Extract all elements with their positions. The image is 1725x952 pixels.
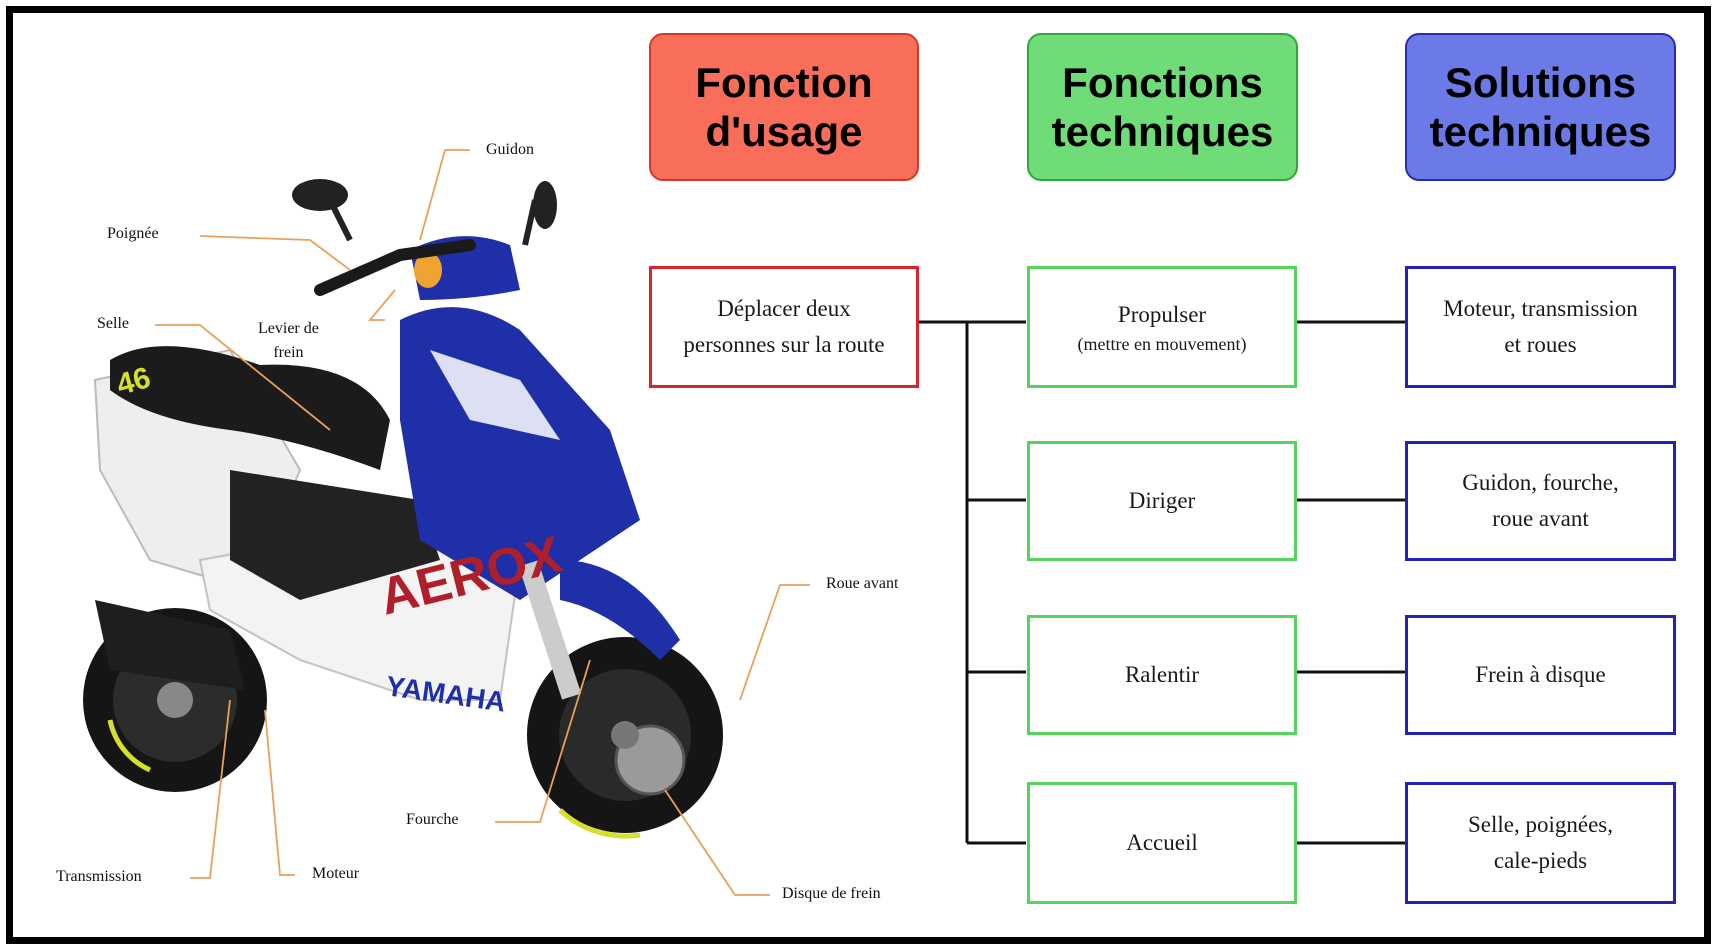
leader-transmission [190,699,231,879]
leader-selle [155,324,331,431]
label-roue-avant: Roue avant [826,575,899,592]
label-moteur: Moteur [312,865,360,882]
handlebar [314,239,476,296]
tech-function-propulser: Propulser (mettre en mouvement) [1027,266,1297,388]
header-fonction-usage: Fonction d'usage [649,33,919,181]
leader-disque [664,789,770,896]
tech-function-label: Ralentir [1124,662,1200,688]
tech-solution-guidon: Guidon, fourche, roue avant [1405,441,1676,561]
usage-function-box: Déplacer deux personnes sur la route [649,266,919,388]
tech-function-diriger: Diriger [1027,441,1297,561]
tech-function-ralentir: Ralentir [1027,615,1297,735]
exhaust [95,600,245,690]
header-fonctions-techniques: Fonctions techniques [1027,33,1298,181]
left-mirror [292,179,348,211]
label-fourche: Fourche [406,811,459,828]
tech-function-label: Propulser [1117,302,1207,328]
tech-function-sublabel: (mettre en mouvement) [1077,334,1247,355]
leader-fourche [495,659,591,823]
tech-function-accueil: Accueil [1027,782,1297,904]
leader-levier [368,289,396,321]
tech-solution-frein: Frein à disque [1405,615,1676,735]
label-guidon: Guidon [486,141,534,158]
leader-guidon [419,149,470,241]
floorboard [230,470,440,600]
leader-roue-avant [739,584,810,701]
leader-moteur [264,709,295,876]
seat [110,346,390,470]
label-selle: Selle [97,315,129,332]
label-poignee: Poignée [107,225,159,242]
fork [518,560,582,700]
header-solutions-techniques: Solutions techniques [1405,33,1676,181]
label-transmission: Transmission [56,868,142,885]
label-disque-de-frein: Disque de frein [782,885,881,902]
right-mirror [533,181,557,229]
leader-poignee [199,235,351,271]
tech-function-label: Accueil [1126,830,1198,856]
tech-function-label: Diriger [1128,488,1196,514]
front-fender [560,560,680,660]
tech-solution-moteur: Moteur, transmission et roues [1405,266,1676,388]
label-levier-de-frein: Levier de frein [258,320,319,361]
indicator [414,252,442,288]
tech-solution-selle: Selle, poignées, cale-pieds [1405,782,1676,904]
